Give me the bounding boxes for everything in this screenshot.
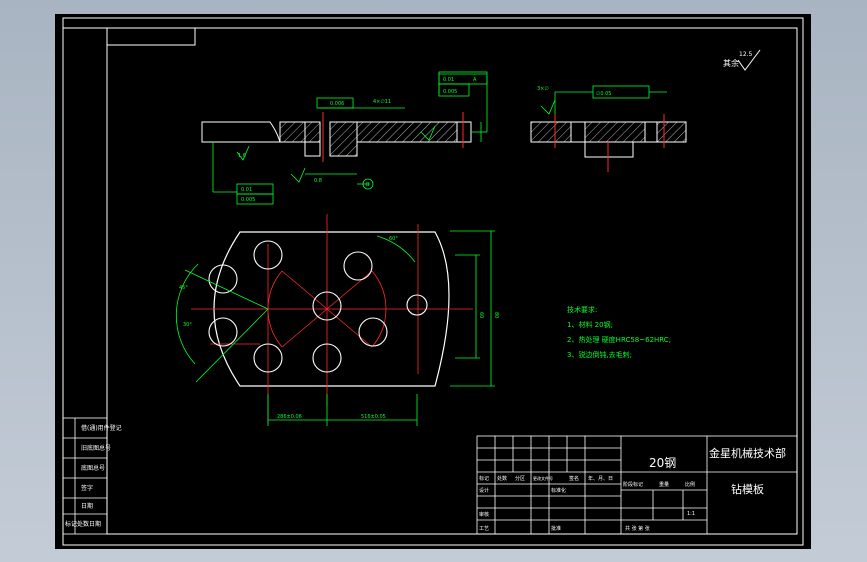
side-label-3: 签字 <box>81 484 93 492</box>
side-pos-tol: ∅0.05 <box>596 91 612 97</box>
plan-view: 80 60 286±0.06 516±0.05 45° 30° 60° <box>175 214 499 426</box>
angle-a: 45° <box>179 285 188 291</box>
height-overall: 80 <box>493 312 499 318</box>
drawing-canvas[interactable]: 借(通)用件登记 旧底图总号 底图总号 签字 日期 标记处数日期 其余 12.5 <box>55 14 811 549</box>
hole-callout: 4×∅11 <box>373 99 391 105</box>
rev-header-2: 分区 <box>515 475 525 482</box>
tech-line-3: 3、锐边倒钝,去毛刺; <box>567 350 632 359</box>
drawing-frame <box>62 17 804 546</box>
surface-note-text: 其余 <box>723 58 739 68</box>
outer-border <box>62 17 804 546</box>
hole-5 <box>312 291 342 321</box>
drawing-svg: 借(通)用件登记 旧底图总号 底图总号 签字 日期 标记处数日期 其余 12.5 <box>62 17 804 546</box>
side-label-1: 旧底图总号 <box>81 444 111 452</box>
hole-9 <box>406 294 428 316</box>
side-strip <box>62 417 108 535</box>
top-left-box <box>106 27 196 46</box>
rev-header-5: 年、月、日 <box>588 475 613 482</box>
hole-1 <box>253 240 283 270</box>
hole-8 <box>312 343 342 373</box>
bottom-dim-2: 516±0.05 <box>361 414 386 420</box>
section-view-right: ∅0.05 3×∅ <box>530 85 687 172</box>
perp-1: 0.006 <box>330 101 344 107</box>
angle-c: 60° <box>389 236 398 242</box>
tech-line-1: 1、材料 20钢; <box>567 320 613 329</box>
flatness-1: 0.01 <box>443 77 454 83</box>
part-name: 钻模板 <box>731 482 764 496</box>
sheet-text: 共 张 第 张 <box>625 525 650 532</box>
material-title: 20钢 <box>649 456 676 470</box>
hole-6 <box>343 251 373 281</box>
role-review: 审核 <box>479 511 489 518</box>
side-dim: 3×∅ <box>537 86 549 92</box>
angle-b: 30° <box>183 322 192 328</box>
title-block-text: 标记 处数 分区 更改文件号 签名 年、月、日 设计 标准化 审核 工艺 批准 … <box>479 475 695 532</box>
tech-line-2: 2、热处理 硬度HRC58~62HRC; <box>567 335 671 344</box>
surface-finish-note: 其余 12.5 <box>723 49 761 71</box>
stage-header-0: 阶段标记 <box>623 481 643 488</box>
rev-header-4: 签名 <box>569 475 579 482</box>
circle-label: B <box>366 182 370 188</box>
inner-border <box>106 27 798 535</box>
section-view-left: 0.01 A 0.005 0.006 4×∅11 0.01 0.005 0.8 … <box>201 71 488 205</box>
tech-heading: 技术要求: <box>567 305 597 314</box>
company-name: 金星机械技术部 <box>709 446 786 460</box>
side-label-4: 日期 <box>81 502 93 510</box>
plate-outline <box>213 231 450 387</box>
flatness-2: 0.005 <box>443 89 457 95</box>
role-process: 工艺 <box>479 526 489 532</box>
stage-header-1: 重量 <box>659 481 669 488</box>
side-label-5: 标记处数日期 <box>65 520 101 528</box>
stage-header-2: 比例 <box>685 481 695 488</box>
hole-3 <box>208 317 238 347</box>
side-strip-labels: 借(通)用件登记 旧底图总号 底图总号 签字 日期 标记处数日期 <box>65 424 122 528</box>
flatness-4: 0.005 <box>241 197 255 203</box>
rev-header-0: 标记 <box>479 475 489 482</box>
roughness-symbol-icon <box>737 49 761 71</box>
height-inner: 60 <box>478 312 484 318</box>
tech-requirements: 技术要求: 1、材料 20钢; 2、热处理 硬度HRC58~62HRC; 3、锐… <box>567 305 671 359</box>
side-label-0: 借(通)用件登记 <box>81 424 122 432</box>
roughness-side: 1.6 <box>238 153 246 159</box>
datum-a: A <box>473 77 477 83</box>
hole-2 <box>208 264 238 294</box>
role-design: 设计 <box>479 487 489 494</box>
hole-7 <box>358 317 388 347</box>
rev-header-3: 更改文件号 <box>533 475 553 481</box>
roughness-value: 12.5 <box>739 51 753 58</box>
scale-value: 1:1 <box>687 511 695 517</box>
role-standard: 标准化 <box>551 487 566 494</box>
title-block-main: 20钢 金星机械技术部 钻模板 <box>649 446 786 496</box>
title-block <box>476 435 798 535</box>
role-approve: 批准 <box>551 525 561 532</box>
rev-header-1: 处数 <box>497 475 507 482</box>
side-label-2: 底图总号 <box>81 464 105 472</box>
hole-4 <box>253 343 283 373</box>
roughness-small: 0.8 <box>314 178 322 184</box>
flatness-3: 0.01 <box>241 187 252 193</box>
bottom-dim-1: 286±0.06 <box>277 414 302 420</box>
